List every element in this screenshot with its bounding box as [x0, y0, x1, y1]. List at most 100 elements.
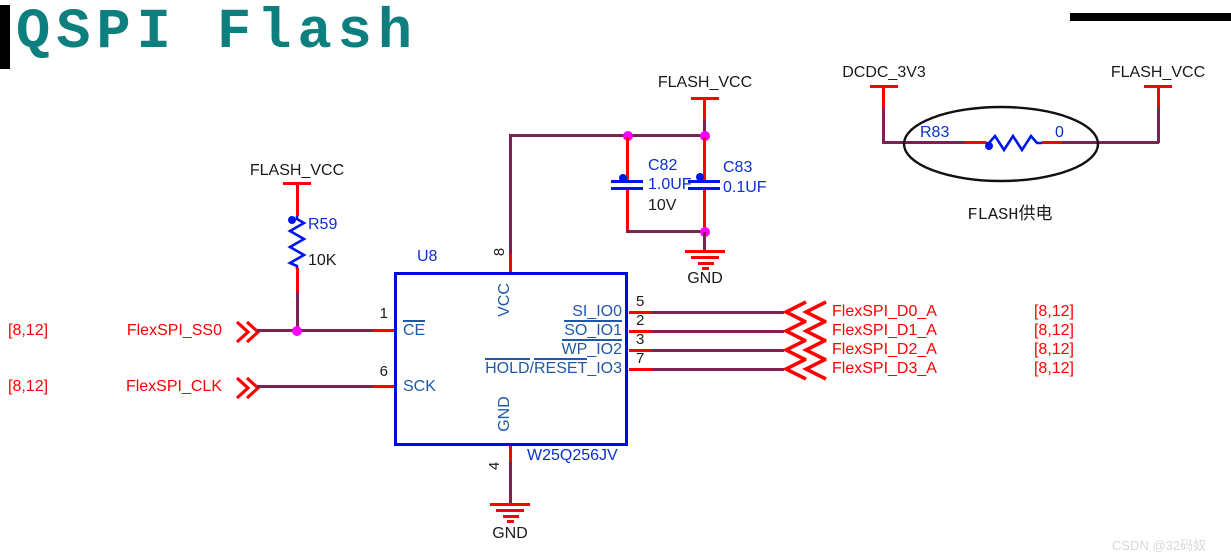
port-chevron-left-icon — [782, 319, 827, 343]
wire — [1157, 108, 1160, 143]
pin-number-7: 7 — [636, 350, 645, 367]
power-bar-icon — [1144, 85, 1172, 88]
capacitor-c82-plate-icon — [611, 180, 643, 183]
pin-name-wp-io2-text: WP_IO2 — [561, 339, 622, 358]
resistor-r59-value: 10K — [308, 252, 337, 269]
power-flag-flash-vcc-caps: FLASH_VCC — [657, 74, 753, 91]
pin-name-gnd: GND — [496, 396, 513, 432]
wire — [626, 230, 706, 233]
wire — [652, 330, 784, 333]
gnd-symbol-icon — [691, 256, 719, 259]
wire — [509, 134, 706, 137]
wire — [626, 190, 629, 232]
wire — [257, 329, 373, 332]
net-label-flexspi-d0: FlexSPI_D0_A — [832, 303, 937, 320]
capacitor-c82-value: 1.0UF — [648, 176, 692, 193]
wire — [703, 190, 706, 232]
pin-name-reset-text: RESET — [533, 358, 588, 377]
pin-name-ce: CE — [403, 320, 426, 340]
gnd-symbol-icon — [507, 520, 514, 523]
wire — [629, 311, 652, 314]
power-bar-icon — [283, 182, 311, 185]
power-flag-dcdc-3v3: DCDC_3V3 — [842, 64, 926, 81]
wire — [626, 137, 629, 181]
wire — [703, 232, 706, 250]
sheet-border-bar-top-right — [1070, 13, 1231, 21]
pin-number-2: 2 — [636, 312, 645, 329]
junction-dot — [623, 131, 633, 141]
wire — [1157, 88, 1160, 108]
sheet-ref-d1: [8,12] — [1033, 322, 1074, 339]
wire — [703, 120, 706, 136]
capacitor-c82-ref: C82 — [648, 157, 678, 174]
pin1-dot-icon — [288, 216, 296, 224]
wire — [509, 254, 512, 272]
power-flag-flash-vcc-dcdc: FLASH_VCC — [1110, 64, 1206, 81]
capacitor-c83-value: 0.1UF — [723, 179, 767, 196]
pin1-dot-icon — [696, 173, 704, 181]
wire — [1042, 141, 1062, 144]
pin-name-wp-io2: WP_IO2 — [430, 339, 622, 359]
pin-number-8: 8 — [491, 247, 508, 257]
annotation-flash-power: FLASH供电 — [967, 206, 1053, 225]
sheet-ref-clk: [8,12] — [8, 378, 49, 395]
gnd-symbol-icon — [698, 262, 714, 265]
pin-name-ce-text: CE — [403, 320, 426, 339]
port-chevron-right-icon — [235, 320, 261, 344]
pin-number-1: 1 — [379, 305, 388, 322]
resistor-r59-zigzag-icon — [287, 216, 307, 269]
wire — [703, 100, 706, 120]
highlight-ellipse — [902, 105, 1100, 183]
pin1-dot-icon — [985, 142, 993, 150]
gnd-symbol-icon — [685, 250, 725, 253]
gnd-symbol-icon — [503, 515, 519, 518]
net-label-flexspi-d2: FlexSPI_D2_A — [832, 341, 937, 358]
capacitor-c83-plate-icon — [688, 187, 720, 190]
pin-number-5: 5 — [636, 293, 645, 310]
wire — [882, 141, 964, 144]
wire — [509, 462, 512, 504]
gnd-symbol-icon — [496, 509, 524, 512]
pin1-dot-icon — [619, 174, 627, 182]
wire — [629, 349, 652, 352]
chip-u8-ref: U8 — [417, 248, 438, 265]
net-label-flexspi-d1: FlexSPI_D1_A — [832, 322, 937, 339]
sheet-ref-d3: [8,12] — [1033, 360, 1074, 377]
pin-name-hold-reset-io3: HOLD/RESET_IO3 — [430, 358, 622, 378]
wire — [296, 268, 299, 292]
pin-name-so-io1: SO_IO1 — [430, 320, 622, 340]
capacitor-c83-plate-icon — [688, 180, 720, 183]
sheet-ref-ss0: [8,12] — [8, 322, 49, 339]
pin-name-sck: SCK — [403, 378, 436, 395]
port-chevron-left-icon — [782, 357, 827, 381]
port-chevron-left-icon — [782, 300, 827, 324]
sheet-border-bar-left — [0, 5, 10, 69]
wire — [373, 329, 395, 332]
wire — [629, 368, 652, 371]
capacitor-c83-ref: C83 — [723, 159, 753, 176]
pin-name-hold-text: HOLD — [485, 358, 530, 377]
wire — [652, 368, 784, 371]
watermark: CSDN @32码奴 — [1112, 538, 1207, 553]
power-flag-flash-vcc-r59: FLASH_VCC — [249, 162, 345, 179]
chip-u8-body — [394, 272, 628, 446]
gnd-label-chip: GND — [492, 525, 528, 542]
resistor-r83-zigzag-icon — [986, 133, 1042, 153]
port-chevron-left-icon — [782, 338, 827, 362]
wire — [373, 385, 395, 388]
wire — [882, 88, 885, 108]
power-bar-icon — [691, 97, 719, 100]
port-chevron-right-icon — [235, 376, 261, 400]
wire — [882, 108, 885, 143]
wire — [652, 311, 784, 314]
pin-name-so-io1-text: SO_IO1 — [564, 320, 622, 339]
resistor-r59-ref: R59 — [308, 216, 338, 233]
pin-name-io3-text: _IO3 — [587, 360, 622, 377]
gnd-symbol-icon — [490, 503, 530, 506]
wire — [703, 137, 706, 181]
gnd-label-caps: GND — [687, 270, 723, 287]
wire — [296, 185, 299, 216]
capacitor-c82-plate-icon — [611, 187, 643, 190]
pin-name-si-io0: SI_IO0 — [572, 303, 622, 320]
